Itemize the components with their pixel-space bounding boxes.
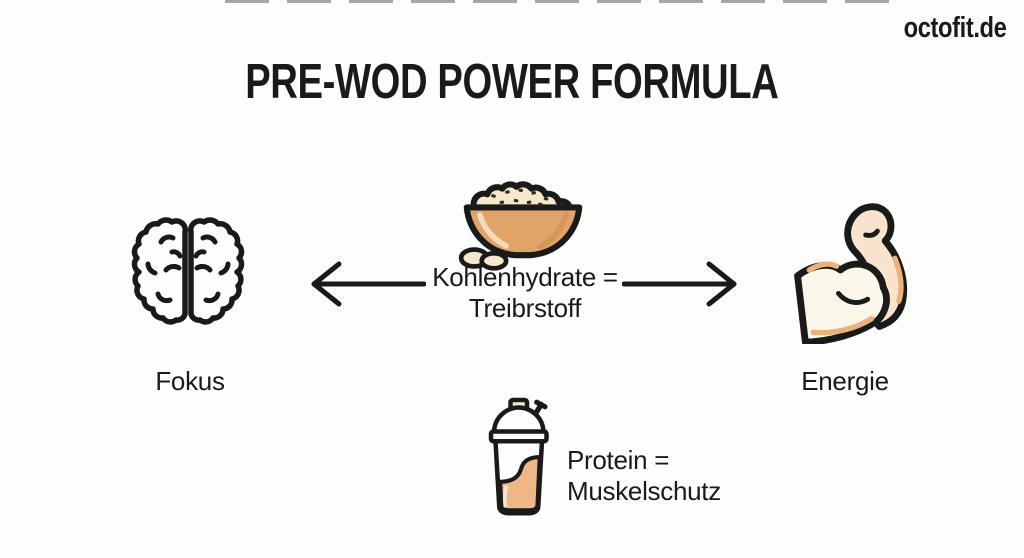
- protein-label-line2: Muskelschutz: [567, 476, 721, 506]
- carb-label: Kohlenhydrate = Treibrstoff: [398, 262, 652, 324]
- carb-label-line2: Treibrstoff: [468, 293, 582, 323]
- label-energie: Energie: [801, 366, 889, 396]
- protein-label: Protein = Muskelschutz: [567, 445, 797, 507]
- brand-logo: octofit.de: [903, 12, 1006, 44]
- brain-icon: [128, 206, 248, 336]
- protein-shaker-icon: [482, 397, 557, 517]
- cropped-top-bar-artifact: [225, 0, 890, 3]
- page-title: PRE-WOD POWER FORMULA: [245, 55, 779, 109]
- flexed-biceps-icon: [782, 198, 928, 344]
- page-title-wrap: PRE-WOD POWER FORMULA: [0, 54, 1024, 110]
- carb-label-line1: Kohlenhydrate =: [432, 262, 618, 292]
- protein-label-line1: Protein =: [567, 445, 670, 475]
- arrow-right-icon: [622, 261, 742, 307]
- label-fokus: Fokus: [155, 366, 225, 396]
- arrow-left-icon: [306, 261, 426, 307]
- porridge-bowl-icon: [448, 168, 598, 273]
